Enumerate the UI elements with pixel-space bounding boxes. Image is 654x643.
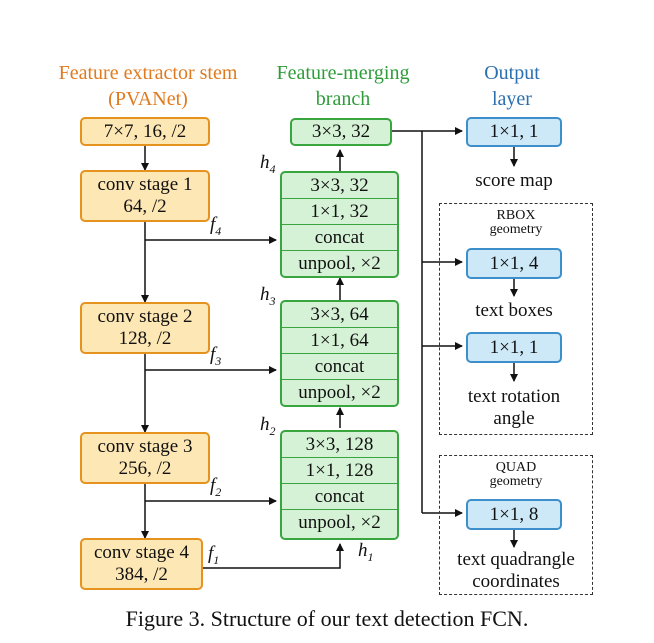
input-conv-box: 7×7, 16, /2 bbox=[80, 117, 210, 146]
quad-conv-box: 1×1, 8 bbox=[466, 499, 562, 530]
boxes-conv-box: 1×1, 4 bbox=[466, 248, 562, 279]
text-rotation-label: text rotation bbox=[467, 386, 561, 407]
merge-block-2-conv1: 1×1, 128 bbox=[282, 458, 397, 484]
score-conv-box: 1×1, 1 bbox=[466, 117, 562, 147]
f2-label: f2 bbox=[210, 475, 222, 499]
figure-caption: Figure 3. Structure of our text detectio… bbox=[125, 606, 529, 631]
merge-block-3-unpool: unpool, ×2 bbox=[298, 382, 381, 403]
quad-group bbox=[439, 455, 593, 595]
h1-label: h1 bbox=[358, 540, 374, 564]
f1-label: f1 bbox=[208, 543, 220, 567]
merge-block-4: 3×3, 32 1×1, 32 concat unpool, ×2 bbox=[280, 171, 399, 278]
merge-block-4-unpool: unpool, ×2 bbox=[298, 253, 381, 274]
f3-label: f3 bbox=[210, 344, 222, 368]
conv-stage-3-params: 256, /2 bbox=[118, 458, 172, 479]
merge-block-2-concat: concat bbox=[282, 484, 397, 510]
conv-stage-4-name: conv stage 4 bbox=[94, 542, 189, 563]
merging-header: Feature-merging branch bbox=[276, 62, 410, 110]
conv-stage-2-box: conv stage 2 128, /2 bbox=[80, 302, 210, 354]
conv-stage-2-name: conv stage 2 bbox=[97, 306, 193, 327]
merge-block-2-conv3: 3×3, 128 bbox=[282, 432, 397, 458]
merge-block-3-conv1: 1×1, 64 bbox=[282, 328, 397, 354]
output-header: Output layer bbox=[484, 62, 540, 110]
h3-label: h3 bbox=[260, 284, 276, 308]
conv-stage-4-params: 384, /2 bbox=[115, 564, 168, 585]
score-map-label: score map bbox=[475, 170, 553, 191]
rbox-title: RBOX bbox=[496, 208, 536, 223]
text-quadrangle-label: text quadrangle bbox=[457, 549, 575, 570]
extractor-header: Feature extractor stem (PVANet) bbox=[58, 62, 238, 110]
h4-label: h4 bbox=[260, 152, 276, 176]
merge-top-conv-box: 3×3, 32 bbox=[290, 118, 392, 146]
rbox-group bbox=[439, 203, 593, 435]
conv-stage-1-box: conv stage 1 64, /2 bbox=[80, 170, 210, 222]
text-boxes-label: text boxes bbox=[475, 300, 553, 321]
merge-block-3-conv3: 3×3, 64 bbox=[282, 302, 397, 328]
h2-label: h2 bbox=[260, 414, 276, 438]
merge-block-4-conv1: 1×1, 32 bbox=[282, 199, 397, 225]
rbox-subtitle: geometry bbox=[489, 222, 543, 237]
quad-title: QUAD bbox=[495, 460, 537, 475]
merge-block-2-unpool: unpool, ×2 bbox=[298, 512, 381, 533]
conv-stage-2-params: 128, /2 bbox=[118, 328, 172, 349]
quad-subtitle: geometry bbox=[489, 474, 543, 489]
merge-block-3-concat: concat bbox=[282, 354, 397, 380]
merge-block-2: 3×3, 128 1×1, 128 concat unpool, ×2 bbox=[280, 430, 399, 540]
merge-block-4-concat: concat bbox=[282, 225, 397, 251]
conv-stage-1-params: 64, /2 bbox=[123, 196, 167, 217]
merge-block-3: 3×3, 64 1×1, 64 concat unpool, ×2 bbox=[280, 300, 399, 407]
conv-stage-3-box: conv stage 3 256, /2 bbox=[80, 432, 210, 484]
coordinates-label: coordinates bbox=[472, 571, 560, 592]
angle-conv-box: 1×1, 1 bbox=[466, 332, 562, 363]
merge-block-4-conv3: 3×3, 32 bbox=[282, 173, 397, 199]
conv-stage-4-box: conv stage 4 384, /2 bbox=[80, 538, 203, 590]
conv-stage-3-name: conv stage 3 bbox=[97, 436, 193, 457]
angle-label: angle bbox=[493, 408, 535, 429]
f4-label: f4 bbox=[210, 214, 222, 238]
conv-stage-1-name: conv stage 1 bbox=[97, 174, 193, 195]
